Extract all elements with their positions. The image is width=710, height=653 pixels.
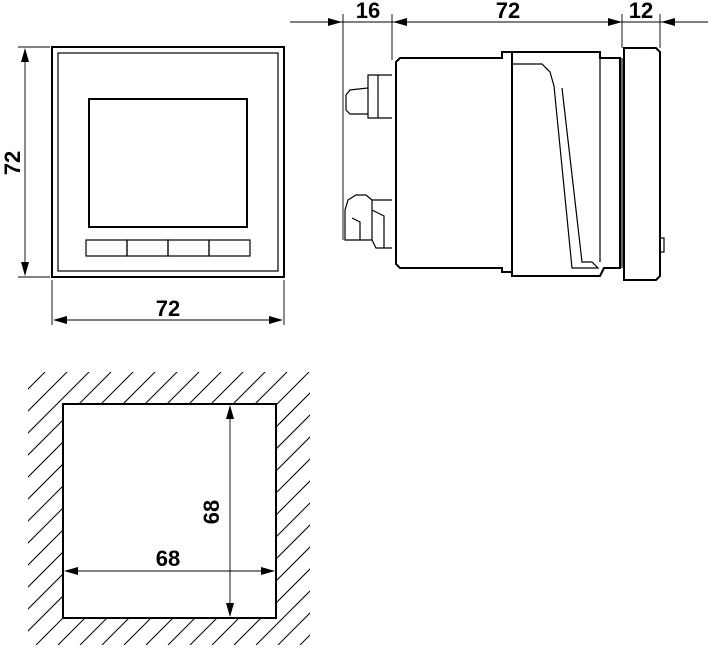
- hatch-line: [542, 345, 710, 645]
- cutout-height-label: 68: [199, 500, 224, 524]
- cutout-opening: [62, 403, 277, 619]
- front-width-label: 72: [156, 296, 180, 321]
- front-button-4: [208, 239, 251, 257]
- front-button-2: [126, 239, 169, 257]
- hatch-line: [344, 345, 644, 645]
- side-depth-front-label: 12: [629, 0, 653, 23]
- hatch-line: [28, 372, 95, 645]
- hatch-line: [255, 372, 310, 645]
- hatch-line: [28, 372, 205, 645]
- hatch-line: [520, 345, 710, 645]
- hatch-line: [35, 372, 310, 645]
- hatch-line: [145, 372, 310, 645]
- front-buttons: [85, 239, 251, 257]
- hatch-line: [28, 372, 117, 645]
- side-depth-dimensions: 16 72 12: [290, 0, 708, 240]
- rear-terminal-top: [345, 74, 392, 119]
- hatch-line: [366, 345, 666, 645]
- housing-body: [395, 51, 513, 273]
- hatch-line: [299, 372, 310, 645]
- hatch-line: [28, 372, 227, 645]
- front-view: 72 72: [0, 46, 285, 325]
- front-width-dimension: 72: [51, 280, 285, 325]
- hatch-line: [123, 372, 310, 645]
- rear-terminal-bottom: [344, 194, 392, 249]
- hatch-line: [28, 372, 310, 645]
- cutout-height-dimension: 68: [199, 405, 234, 617]
- hatch-line: [57, 372, 310, 645]
- front-height-label: 72: [0, 151, 25, 175]
- hatch-line: [586, 345, 710, 645]
- hatch-line: [28, 372, 183, 645]
- mounting-clamp: [511, 51, 621, 277]
- hatch-line: [28, 372, 51, 645]
- side-front-bezel: [623, 47, 661, 281]
- hatch-line: [28, 372, 139, 645]
- hatch-line: [277, 372, 310, 645]
- hatch-line: [28, 372, 293, 645]
- panel-hatching: [28, 345, 710, 645]
- hatch-line: [564, 345, 710, 645]
- cutout-width-dimension: 68: [64, 546, 275, 575]
- hatch-line: [476, 345, 710, 645]
- hatch-line: [233, 372, 310, 645]
- hatch-line: [410, 345, 710, 645]
- front-height-dimension: 72: [0, 46, 50, 278]
- hatch-line: [28, 372, 29, 645]
- hatch-line: [388, 345, 688, 645]
- panel-cutout: 68 68: [28, 345, 710, 645]
- side-view: 16 72 12: [290, 0, 708, 281]
- hatch-line: [454, 345, 710, 645]
- display-window: [88, 98, 248, 228]
- front-button-3: [167, 239, 210, 257]
- hatch-line: [608, 345, 710, 645]
- hatch-line: [322, 345, 622, 645]
- side-depth-rear-label: 16: [356, 0, 380, 23]
- front-bezel-inner: [57, 52, 279, 272]
- hatch-line: [101, 372, 310, 645]
- hatch-line: [189, 372, 310, 645]
- hatch-line: [498, 345, 710, 645]
- bezel-tab: [659, 237, 665, 253]
- hatch-line: [28, 372, 161, 645]
- hatch-line: [28, 372, 73, 645]
- clamp-lever: [512, 63, 600, 269]
- cutout-width-label: 68: [156, 546, 180, 571]
- hatch-line: [211, 372, 310, 645]
- front-bezel-outer: [51, 46, 285, 278]
- hatch-line: [432, 345, 710, 645]
- side-depth-body-label: 72: [496, 0, 520, 23]
- hatch-line: [167, 372, 310, 645]
- front-button-1: [85, 239, 128, 257]
- hatch-line: [28, 372, 271, 645]
